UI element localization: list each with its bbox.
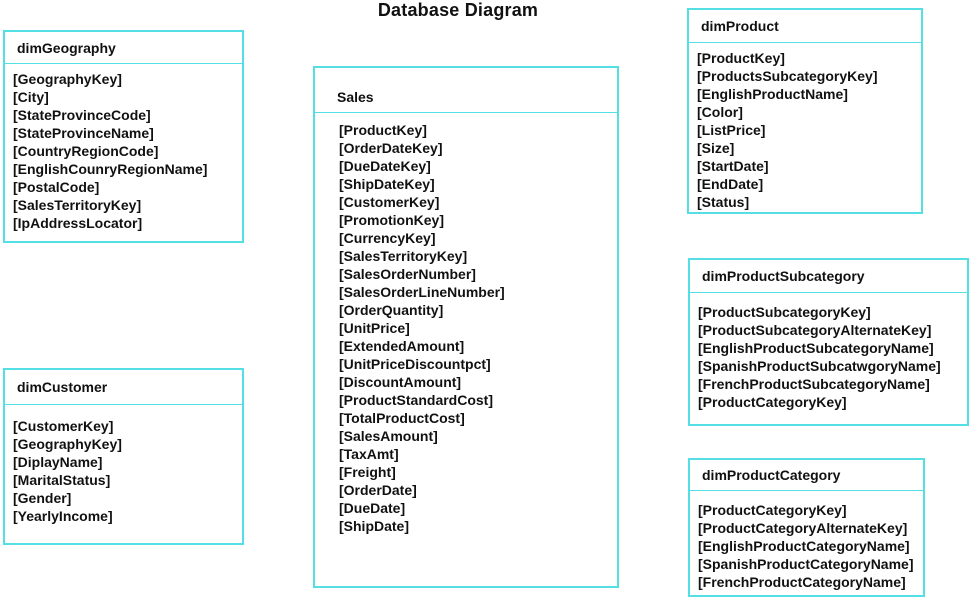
table-field: [ProductCategoryKey] [698, 394, 847, 410]
table-field: [ProductKey] [339, 122, 427, 138]
table-field-list: [CustomerKey] [GeographyKey] [DiplayName] [… [5, 405, 242, 525]
table-field: [TotalProductCost] [339, 410, 465, 426]
table-field: [StateProvinceCode] [13, 107, 151, 123]
table-field: [ProductsSubcategoryKey] [697, 68, 878, 84]
table-field: [Freight] [339, 464, 396, 480]
table-field: [FrenchProductCategoryName] [698, 574, 906, 590]
table-header: Sales [315, 68, 617, 113]
table-title: dimProduct [701, 18, 779, 34]
table-field: [FrenchProductSubcategoryName] [698, 376, 930, 392]
table-field: [StartDate] [697, 158, 769, 174]
table-field: [ProductSubcategoryKey] [698, 304, 871, 320]
table-field: [Color] [697, 104, 743, 120]
table-field: [GeographyKey] [13, 71, 122, 87]
table-field: [DueDateKey] [339, 158, 431, 174]
table-field: [SalesTerritoryKey] [339, 248, 468, 264]
table-field-list: [ProductCategoryKey] [ProductCategoryAlte… [690, 491, 923, 591]
table-field: [StateProvinceName] [13, 125, 154, 141]
table-sales[interactable]: Sales [ProductKey] [OrderDateKey] [DueDate… [313, 66, 619, 588]
table-field: [EnglishProductName] [697, 86, 848, 102]
table-field: [SalesTerritoryKey] [13, 197, 142, 213]
table-field: [IpAddressLocator] [13, 215, 143, 231]
table-field: [OrderQuantity] [339, 302, 444, 318]
table-field: [SalesAmount] [339, 428, 438, 444]
table-field: [ShipDateKey] [339, 176, 435, 192]
table-field: [TaxAmt] [339, 446, 399, 462]
table-field: [EnglishProductCategoryName] [698, 538, 910, 554]
table-field: [YearlyIncome] [13, 508, 113, 524]
table-field-list: [ProductSubcategoryKey] [ProductSubcatego… [690, 293, 967, 411]
table-field-list: [ProductKey] [OrderDateKey] [DueDateKey] [S… [315, 113, 617, 535]
table-field: [CurrencyKey] [339, 230, 436, 246]
table-field: [GeographyKey] [13, 436, 122, 452]
table-field: [Status] [697, 194, 750, 210]
table-field: [CustomerKey] [13, 418, 114, 434]
table-field: [ListPrice] [697, 122, 766, 138]
table-field: [ProductCategoryAlternateKey] [698, 520, 908, 536]
table-field: [DiplayName] [13, 454, 103, 470]
table-field: [ProductCategoryKey] [698, 502, 847, 518]
table-dimproductcategory[interactable]: dimProductCategory [ProductCategoryKey][… [688, 458, 925, 597]
table-field: [PostalCode] [13, 179, 100, 195]
table-field: [Size] [697, 140, 735, 156]
table-dimproductsubcategory[interactable]: dimProductSubcategory [ProductSubcategor… [688, 258, 969, 426]
table-field: [UnitPrice] [339, 320, 410, 336]
table-title: dimGeography [17, 39, 116, 56]
table-field: [OrderDate] [339, 482, 417, 498]
table-field: [SalesOrderNumber] [339, 266, 476, 282]
table-field: [CustomerKey] [339, 194, 440, 210]
table-field: [ProductKey] [697, 50, 785, 66]
table-field: [ShipDate] [339, 518, 409, 534]
table-title: dimProductSubcategory [702, 268, 865, 284]
table-field: [ExtendedAmount] [339, 338, 465, 354]
table-field: [DueDate] [339, 500, 406, 516]
page-title: Database Diagram [377, 0, 539, 20]
table-field: [CountryRegionCode] [13, 143, 159, 159]
table-field: [SpanishProductSubcatwgoryName] [698, 358, 941, 374]
table-header: dimProductSubcategory [690, 260, 967, 293]
table-field: [City] [13, 89, 49, 105]
table-field: [UnitPriceDiscountpct] [339, 356, 491, 372]
table-field: [MaritalStatus] [13, 472, 111, 488]
table-header: dimGeography [5, 32, 242, 64]
table-field: [EndDate] [697, 176, 764, 192]
table-header: dimCustomer [5, 370, 242, 405]
table-dimgeography[interactable]: dimGeography [GeographyKey] [City] [StateP… [3, 30, 244, 243]
table-dimcustomer[interactable]: dimCustomer [CustomerKey][GeographyKey][… [3, 368, 244, 545]
table-field-list: [GeographyKey] [City] [StateProvinceCode] [… [5, 64, 242, 232]
table-field: [EnglishProductSubcategoryName] [698, 340, 934, 356]
table-field: [EnglishCounryRegionName] [13, 161, 208, 177]
table-header: dimProduct [689, 10, 921, 43]
table-dimproduct[interactable]: dimProduct [ProductKey] [ProductsSubcateg… [687, 8, 923, 214]
table-field: [ProductStandardCost] [339, 392, 493, 408]
table-field: [SalesOrderLineNumber] [339, 284, 505, 300]
table-field: [DiscountAmount] [339, 374, 462, 390]
table-field: [ProductSubcategoryAlternateKey] [698, 322, 932, 338]
table-title: Sales [337, 89, 374, 105]
table-header: dimProductCategory [690, 460, 923, 491]
table-field: [PromotionKey] [339, 212, 444, 228]
table-field: [Gender] [13, 490, 72, 506]
table-field: [SpanishProductCategoryName] [698, 556, 914, 572]
table-title: dimProductCategory [702, 467, 841, 483]
table-title: dimCustomer [17, 379, 108, 395]
table-field: [OrderDateKey] [339, 140, 443, 156]
table-field-list: [ProductKey] [ProductsSubcategoryKey] [Eng… [689, 43, 921, 211]
